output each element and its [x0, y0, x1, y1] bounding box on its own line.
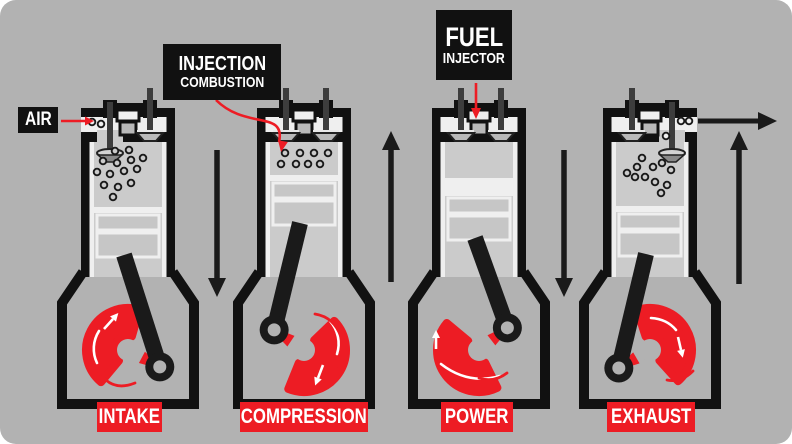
flow-arrows	[208, 112, 777, 297]
injection-callout-line1: INJECTION	[178, 53, 266, 76]
piston-motion-arrow-1	[208, 150, 226, 297]
exhaust-out-arrow	[698, 112, 777, 130]
fuel-callout-line1: FUEL	[445, 21, 503, 52]
stroke-label-compression: COMPRESSION	[240, 402, 368, 432]
stroke-label-intake: INTAKE	[97, 402, 162, 432]
cylinder-exhaust	[579, 88, 721, 409]
piston-motion-arrow-4	[730, 131, 748, 284]
fuel-callout-line2: INJECTOR	[443, 50, 505, 68]
cylinder-compression	[233, 88, 375, 409]
injection-combustion-callout-arrow	[215, 99, 288, 152]
cylinder-intake	[57, 88, 199, 409]
callout-arrows	[61, 83, 481, 152]
stroke-label-compression-text: COMPRESSION	[240, 405, 368, 428]
stroke-label-power-text: POWER	[445, 405, 509, 428]
injection-callout-line2: COMBUSTION	[179, 73, 265, 91]
stroke-label-exhaust-text: EXHAUST	[610, 405, 692, 428]
cylinder-power	[408, 88, 550, 409]
stroke-label-power: POWER	[441, 402, 513, 432]
fuel-injector-callout-arrow	[471, 83, 481, 119]
stroke-label-intake-text: INTAKE	[98, 405, 161, 428]
air-callout: AIR	[18, 107, 58, 133]
piston-motion-arrow-2	[382, 131, 400, 282]
air-callout-arrow	[61, 116, 94, 126]
injection-combustion-callout: INJECTION COMBUSTION	[163, 44, 281, 100]
fuel-injector-callout: FUEL INJECTOR	[436, 10, 512, 80]
stroke-label-exhaust: EXHAUST	[607, 402, 695, 432]
air-callout-label: AIR	[24, 109, 52, 131]
piston-motion-arrow-3	[555, 150, 573, 297]
